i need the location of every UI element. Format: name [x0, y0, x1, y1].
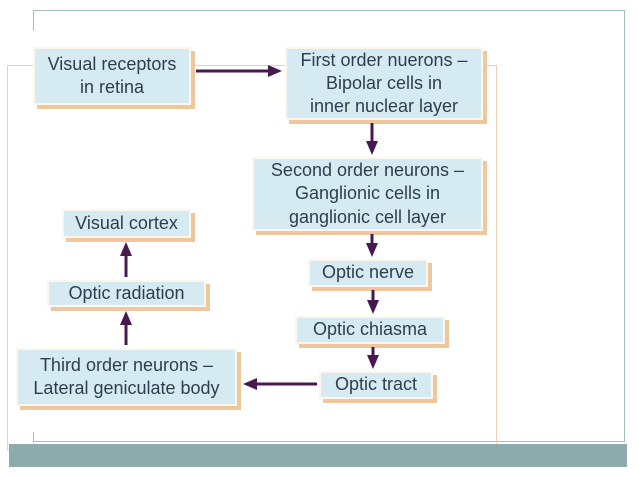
node-visual-receptors: Visual receptors in retina	[33, 47, 191, 105]
node-optic-tract: Optic tract	[319, 371, 433, 399]
node-optic-radiation: Optic radiation	[47, 280, 206, 307]
node-visual-cortex: Visual cortex	[62, 209, 191, 238]
node-first-order-neurons: First order nuerons – Bipolar cells in i…	[285, 47, 483, 120]
node-optic-nerve: Optic nerve	[308, 259, 428, 287]
node-third-order-neurons: Third order neurons – Lateral geniculate…	[16, 348, 237, 406]
node-second-order-neurons: Second order neurons – Ganglionic cells …	[252, 157, 483, 231]
node-optic-chiasma: Optic chiasma	[295, 316, 445, 344]
bottom-accent-bar	[9, 444, 627, 467]
